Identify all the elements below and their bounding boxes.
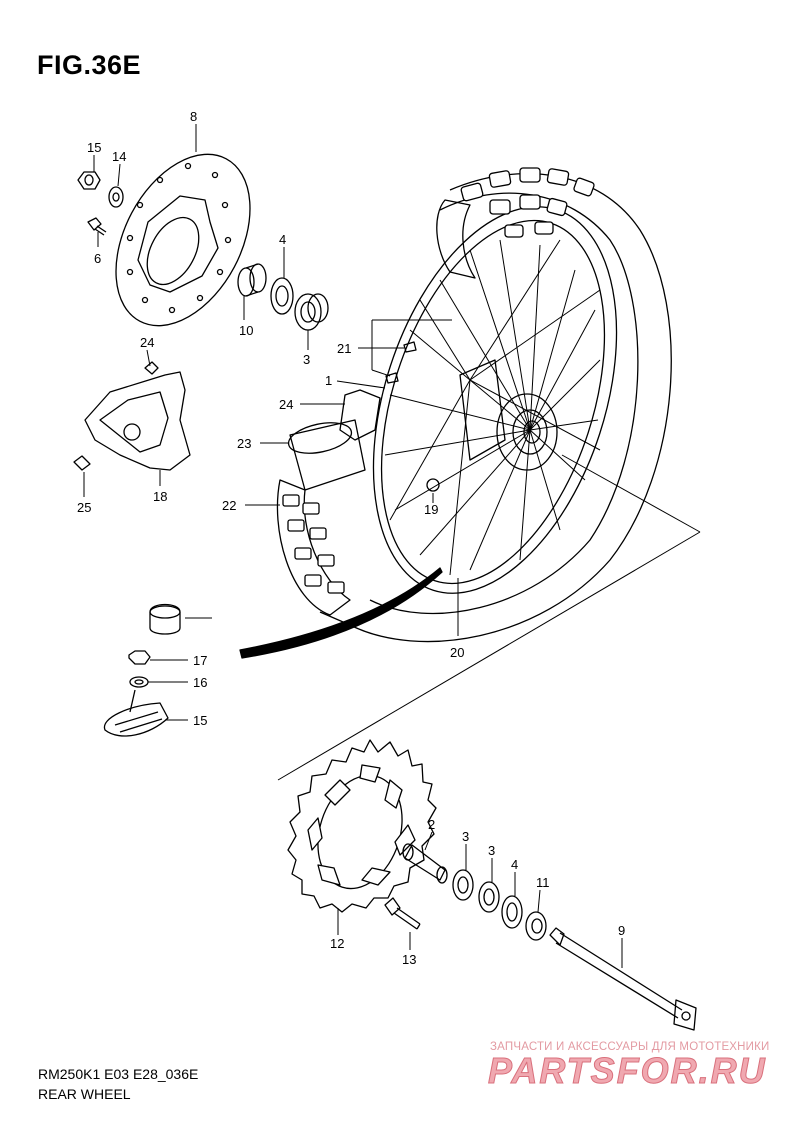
sprocket-drawing [287,739,437,913]
callout-24-bottom: 25 [77,500,91,515]
axle-drawing [549,927,697,1031]
callout-9: 11 [536,875,550,890]
callout-10: 14 [112,149,126,164]
leader-lines [83,124,701,968]
callout-3-top: 3 [303,352,310,367]
callout-16: 21 [337,341,351,356]
figure-title: FIG.36E [37,50,142,80]
small-parts-drawing [103,603,181,737]
spacer-bearing-bottom-drawing [402,843,547,941]
rear-wheel-drawing [319,167,672,643]
callout-2: 2 [428,817,435,832]
callout-15: 20 [450,645,464,660]
callout-17: 22 [222,498,236,513]
diagram-code: RM250K1 E03 E28_036E [38,1066,199,1082]
callout-20: 15 [193,713,207,728]
watermark-logo: PARTSFOR.RU [488,1050,767,1092]
callout-18: 23 [237,436,251,451]
callout-3-b: 3 [488,843,495,858]
callout-23: 18 [153,489,167,504]
spacer-seal-bearing-top-drawing [237,263,329,331]
callout-5: 8 [190,109,197,124]
callout-labels: 8 15 14 6 4 10 3 21 1 24 23 22 19 20 24 … [77,109,625,967]
callout-7: 9 [618,923,625,938]
disc-cover-drawing [73,361,191,471]
callout-22: 17 [193,653,207,668]
callout-13: 13 [402,952,416,967]
callout-24-top: 24 [140,335,154,350]
brake-disc-drawing [115,153,251,327]
diagram-name: REAR WHEEL [38,1086,131,1102]
callout-1: 1 [325,373,332,388]
tube-tire-drawing [276,389,381,616]
watermark-subtitle: ЗАПЧАСТИ И АКСЕССУАРЫ ДЛЯ МОТОТЕХНИКИ [490,1041,770,1053]
callout-4-top: 4 [279,232,286,247]
sprocket-bolt-drawing [384,897,421,930]
callout-12: 12 [330,936,344,951]
callout-21: 16 [193,675,207,690]
callout-14: 19 [424,502,438,517]
callout-11: 15 [87,140,101,155]
callout-4-bottom: 4 [511,857,518,872]
nut-washer-bolt-drawing [77,171,124,236]
callout-3-a: 3 [462,829,469,844]
callout-8: 10 [239,323,253,338]
callout-19: 24 [279,397,293,412]
callout-6: 6 [94,251,101,266]
rim-band-drawing [239,567,443,659]
